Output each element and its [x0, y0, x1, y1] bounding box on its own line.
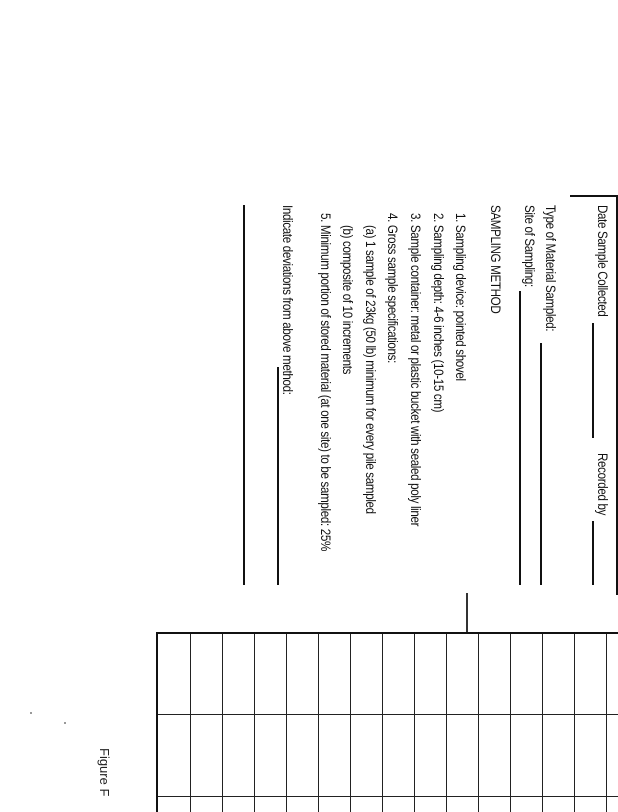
material-type-field[interactable]	[540, 343, 542, 585]
deviations-field-1[interactable]	[277, 367, 279, 585]
spec-b: (b) composite of 10 increments	[340, 225, 355, 375]
material-type-label: Type of Material Sampled:	[543, 205, 558, 332]
spec-a: (a) 1 sample of 23kg (50 lb) minimum for…	[363, 225, 378, 514]
date-collected-label: Date Sample Collected	[595, 205, 610, 317]
grid-col-line	[382, 634, 383, 812]
method-step-1: 1. Sampling device: pointed shovel	[453, 213, 468, 381]
grid-col-line	[318, 634, 319, 812]
method-heading: SAMPLING METHOD	[488, 205, 503, 314]
grid-col-line	[606, 634, 607, 812]
deviations-field-2[interactable]	[243, 205, 245, 585]
sampling-form: Date Sample Collected Recorded by Type o…	[58, 195, 618, 595]
grid-col-line	[350, 634, 351, 812]
grid-col-line	[510, 634, 511, 812]
form-frame-left	[570, 195, 618, 197]
date-collected-field[interactable]	[592, 323, 594, 438]
recorded-by-label: Recorded by	[595, 453, 610, 516]
grid-col-line	[286, 634, 287, 812]
method-step-3: 3. Sample container: metal or plastic bu…	[408, 213, 423, 527]
sampling-site-field[interactable]	[519, 291, 521, 585]
grid-col-line	[542, 634, 543, 812]
grid-col-line	[414, 634, 415, 812]
grid-col-line	[190, 634, 191, 812]
grid-col-line	[478, 634, 479, 812]
grid-col-line	[574, 634, 575, 812]
grid-row-line	[158, 796, 618, 797]
sampling-site-label: Site of Sampling:	[522, 205, 537, 287]
deviations-label: Indicate deviations from above method:	[280, 205, 295, 395]
method-step-2: 2. Sampling depth: 4-6 inches (10-15 cm)	[431, 213, 446, 413]
separator-line	[466, 593, 468, 633]
grid-col-line	[254, 634, 255, 812]
grid-col-line	[222, 634, 223, 812]
method-step-5: 5. Minimum portion of stored material (a…	[318, 213, 333, 551]
scan-speck	[64, 722, 66, 724]
recorded-by-field[interactable]	[592, 521, 594, 585]
scan-speck	[30, 712, 32, 714]
figure-caption: Figure F	[97, 748, 112, 797]
method-step-4: 4. Gross sample specifications:	[385, 213, 400, 364]
grid-col-line	[446, 634, 447, 812]
grid-row-line	[158, 714, 618, 715]
data-grid	[156, 632, 618, 812]
